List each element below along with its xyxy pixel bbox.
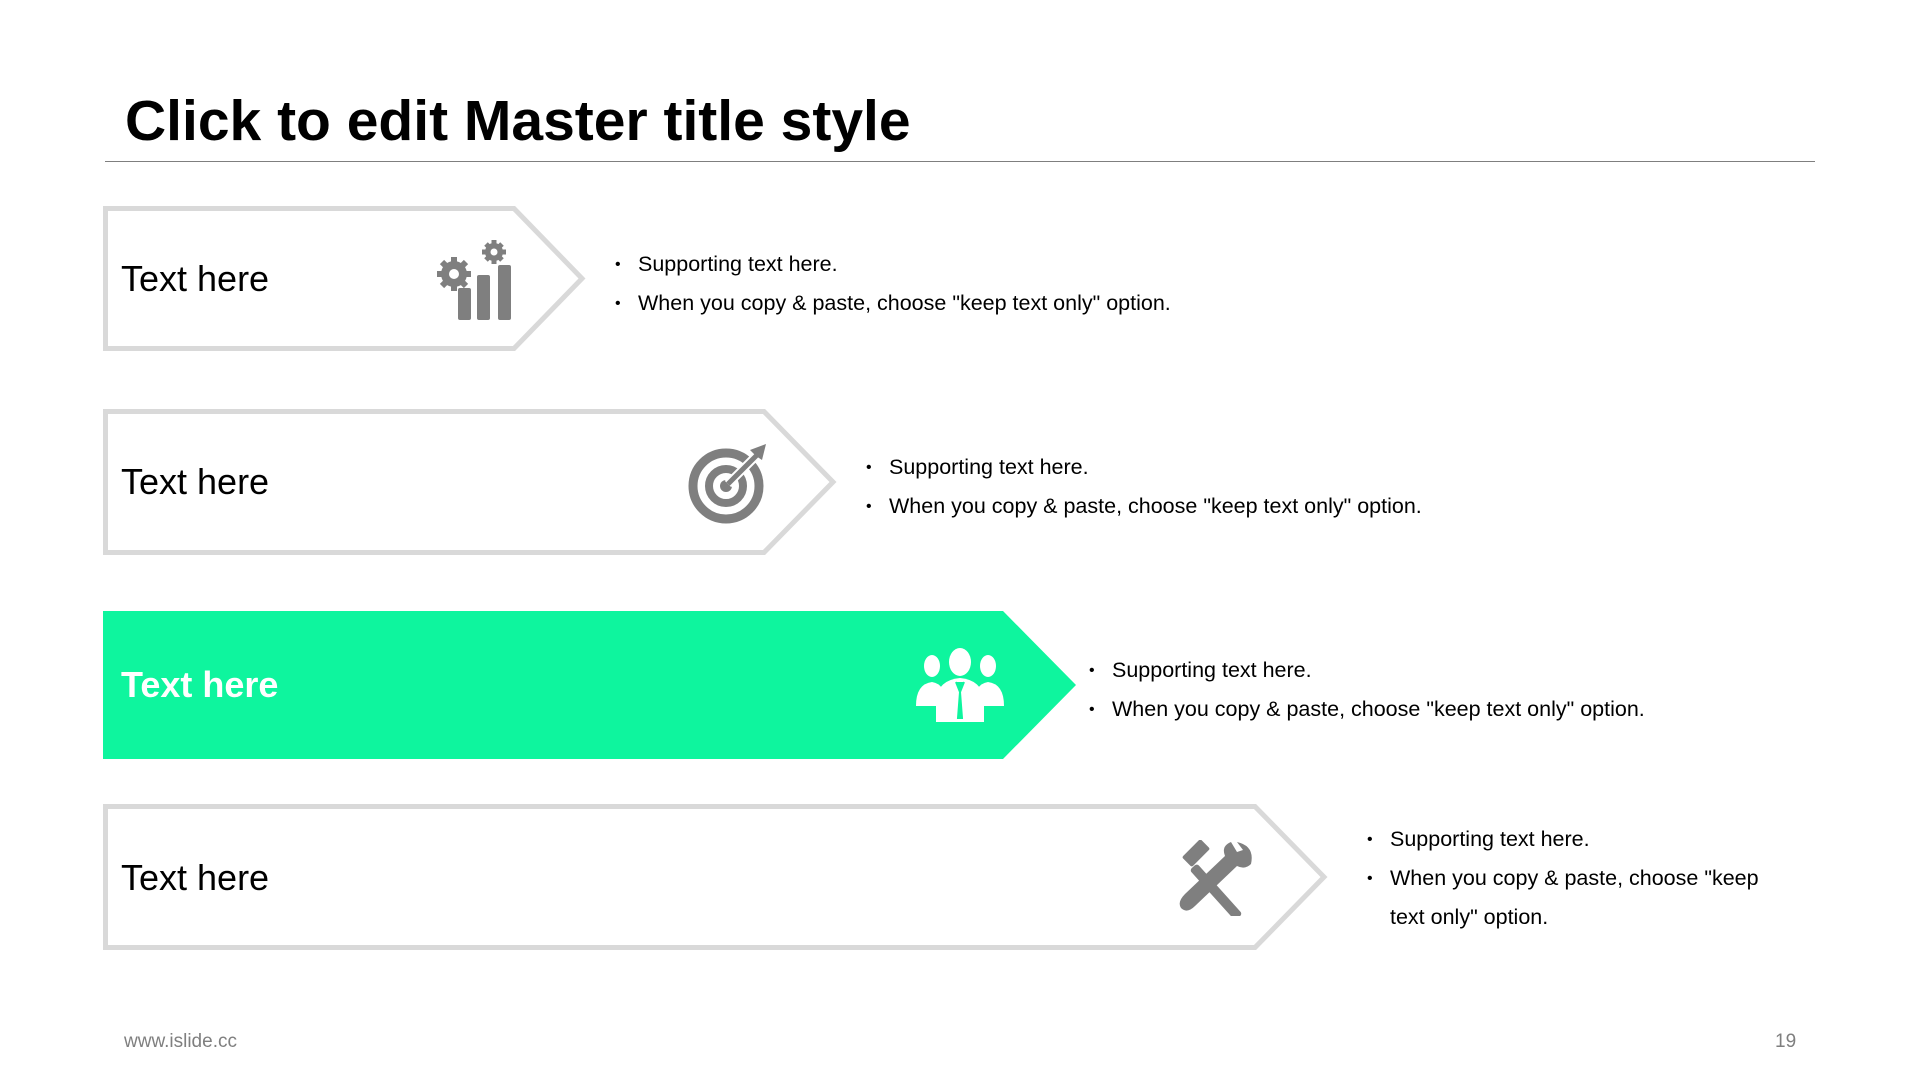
slide-title[interactable]: Click to edit Master title style — [125, 89, 911, 153]
target-arrow-icon — [688, 444, 766, 524]
bullet-item[interactable]: Supporting text here. — [1367, 820, 1777, 859]
row-1-bullets: Supporting text here. When you copy & pa… — [615, 245, 1315, 323]
title-divider — [105, 161, 1815, 162]
bullet-item[interactable]: Supporting text here. — [615, 245, 1315, 284]
row-4-arrow-shape[interactable] — [103, 804, 1328, 950]
row-3-label[interactable]: Text here — [121, 664, 279, 705]
bullet-item[interactable]: When you copy & paste, choose "keep text… — [1089, 690, 1789, 729]
row-4-label[interactable]: Text here — [121, 857, 270, 898]
row-3-arrow-shape[interactable] — [103, 611, 1076, 759]
team-people-icon — [916, 648, 1004, 722]
bullet-item[interactable]: When you copy & paste, choose "keep text… — [1367, 859, 1777, 937]
row-4-bullets: Supporting text here. When you copy & pa… — [1367, 820, 1777, 937]
row-1-label[interactable]: Text here — [121, 258, 270, 299]
bullet-item[interactable]: When you copy & paste, choose "keep text… — [866, 487, 1566, 526]
row-2-bullets: Supporting text here. When you copy & pa… — [866, 448, 1566, 526]
tools-wrench-hammer-icon — [1179, 840, 1252, 916]
row-3-bullets: Supporting text here. When you copy & pa… — [1089, 651, 1789, 729]
footer-website: www.islide.cc — [124, 1031, 237, 1052]
bullet-item[interactable]: When you copy & paste, choose "keep text… — [615, 284, 1315, 323]
bullet-item[interactable]: Supporting text here. — [1089, 651, 1789, 690]
row-2-label[interactable]: Text here — [121, 461, 270, 502]
page-number: 19 — [1775, 1031, 1797, 1052]
row-2-arrow-shape[interactable] — [103, 409, 837, 555]
bullet-item[interactable]: Supporting text here. — [866, 448, 1566, 487]
gears-bar-chart-icon — [437, 240, 511, 320]
